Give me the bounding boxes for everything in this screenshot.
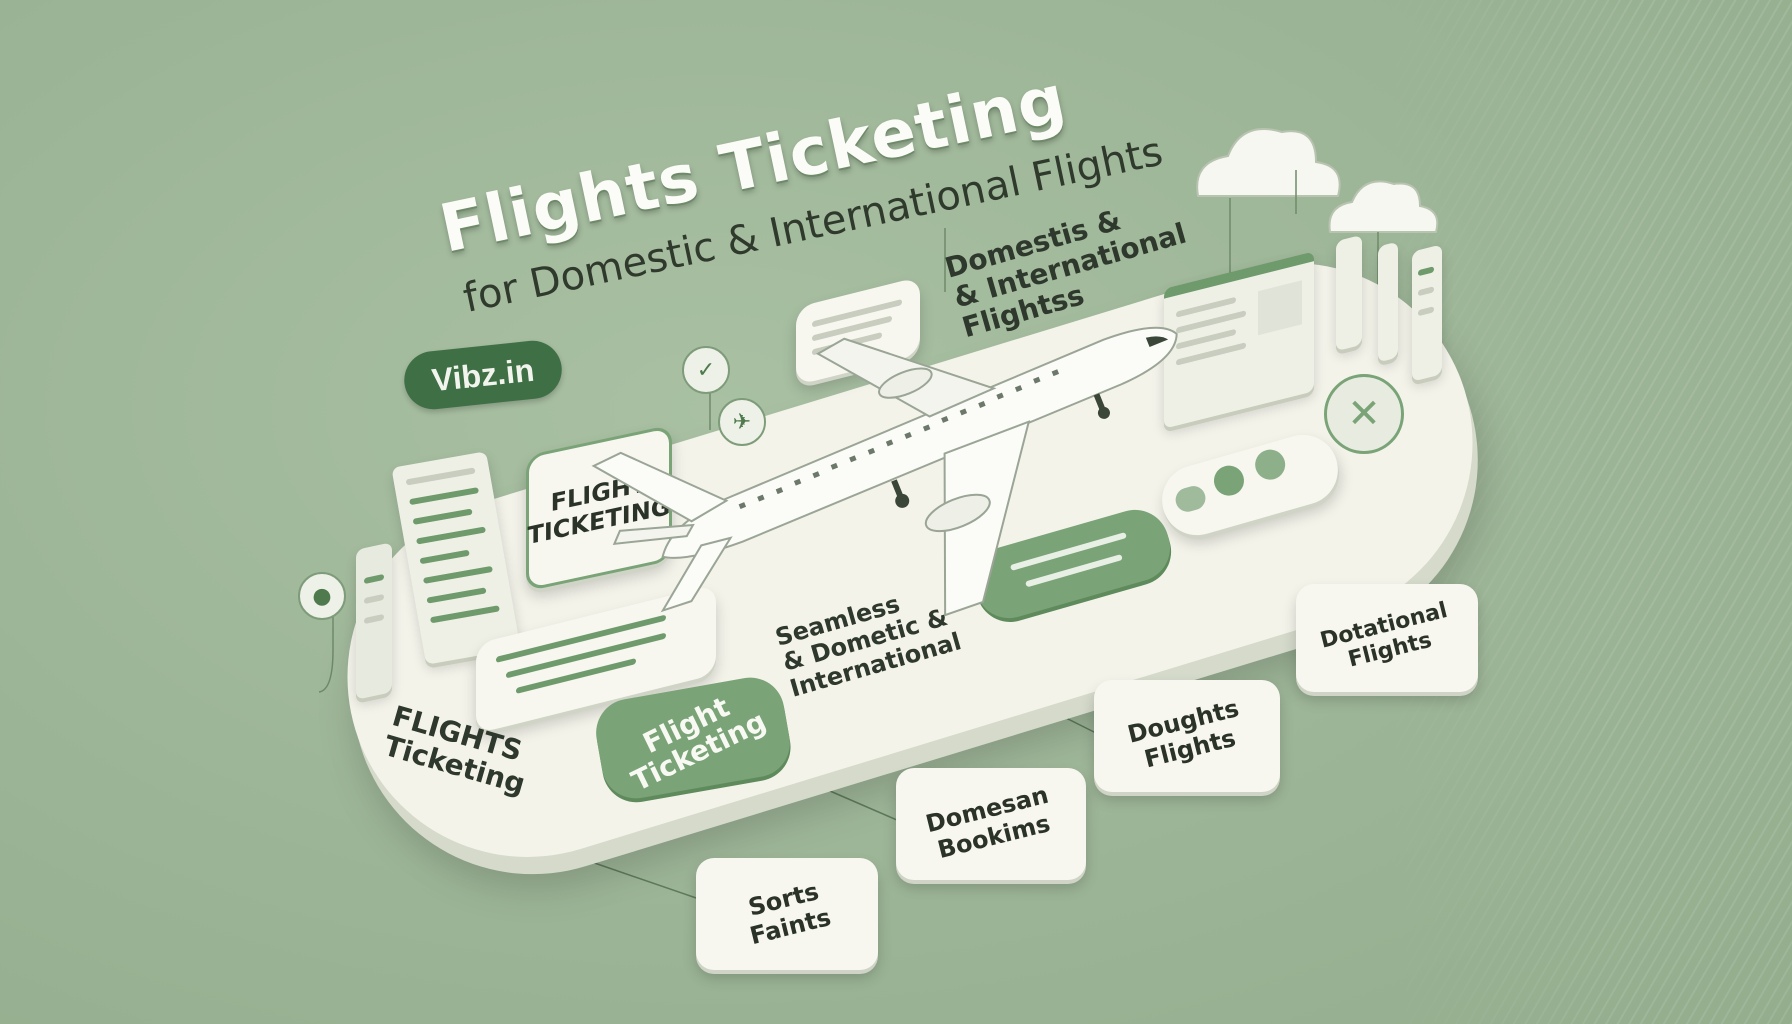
pin-icon: ✓: [682, 346, 730, 394]
dotational-flights-card[interactable]: Dotational Flights: [1296, 584, 1478, 692]
sorts-faints-card[interactable]: Sorts Faints: [696, 858, 878, 970]
doughts-flights-card[interactable]: Doughts Flights: [1094, 680, 1280, 792]
domestic-bookings-card[interactable]: Domesan Bookims: [896, 768, 1086, 880]
pin-icon: ●: [298, 572, 346, 620]
cloud-icon: [1328, 180, 1439, 233]
globe-icon: ✕: [1324, 374, 1404, 454]
pin-icon: ✈: [718, 398, 766, 446]
cloud-icon: [1196, 128, 1341, 197]
